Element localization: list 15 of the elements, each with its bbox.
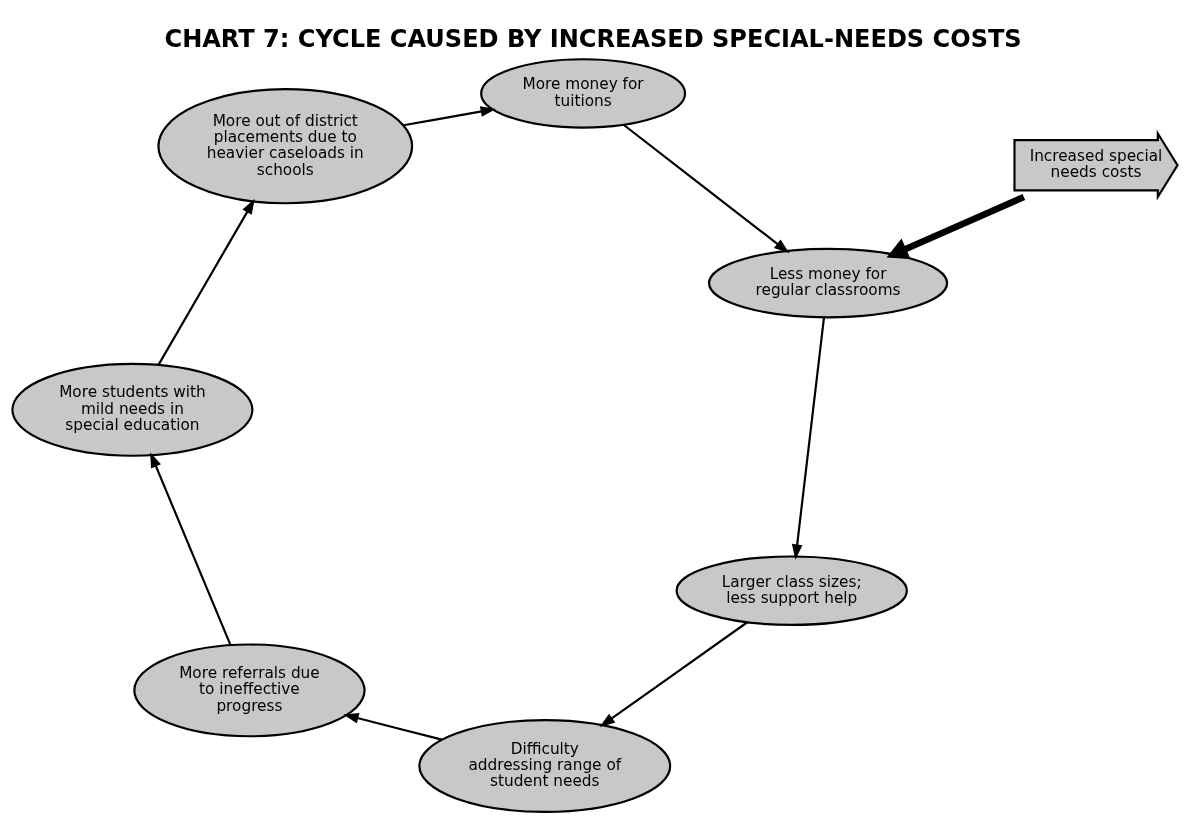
arrow (157, 198, 255, 366)
arrow (150, 451, 232, 646)
node-ellipse: Larger class sizes; less support help (675, 554, 908, 626)
diagram-title: CHART 7: CYCLE CAUSED BY INCREASED SPECIAL-NEEDS COSTS (164, 24, 1022, 53)
arrow (791, 316, 826, 560)
node-ellipse: More students with mild needs in special education (11, 362, 254, 457)
node-ellipse: Less money for regular classrooms (707, 247, 949, 318)
arrow (599, 620, 748, 727)
node-ellipse: More referrals due to ineffective progress (133, 642, 366, 737)
arrow (343, 712, 443, 741)
arrow (403, 105, 496, 126)
node-ellipse: Difficulty addressing range of student needs (418, 718, 672, 813)
arrow (886, 193, 1026, 259)
node-ellipse: More out of district placements due to heavier caseloads in schools (157, 87, 414, 204)
arrow (622, 123, 790, 253)
